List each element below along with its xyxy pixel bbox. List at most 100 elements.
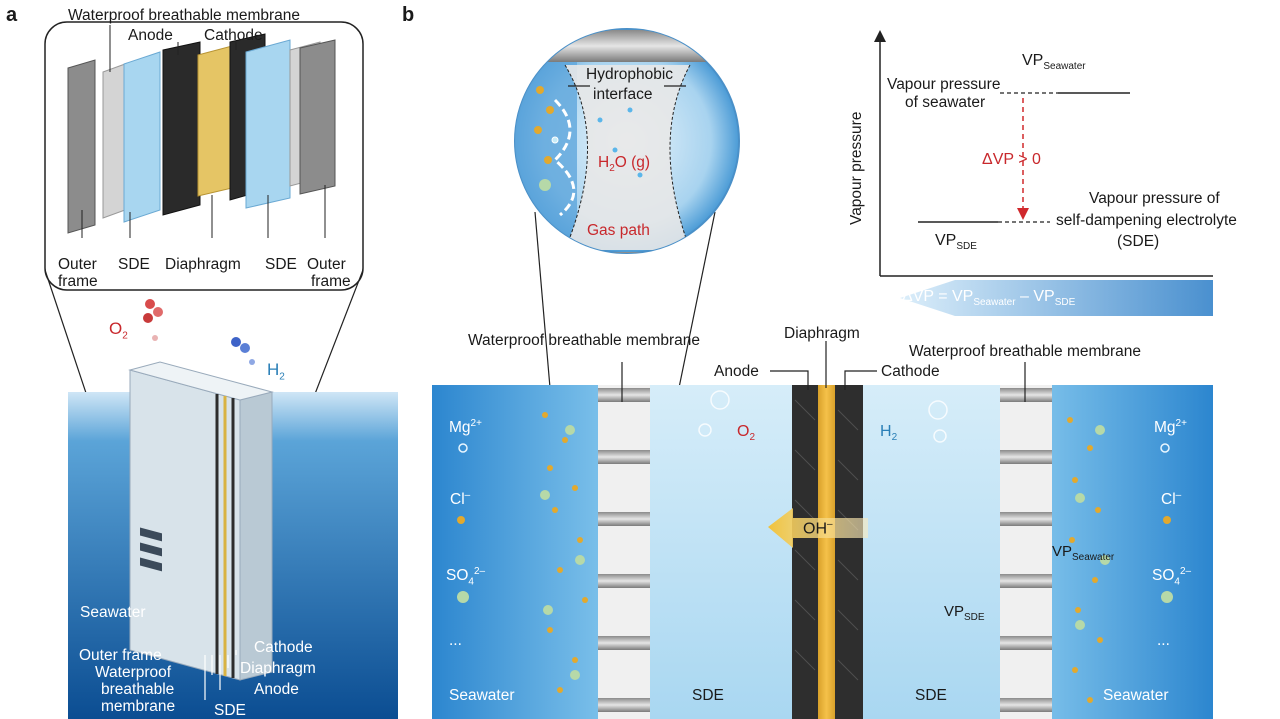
hydrophobic-label-2: interface xyxy=(593,86,653,103)
h2-bubbles xyxy=(231,337,255,365)
waterproof-bottom-label: Waterproof xyxy=(95,664,172,681)
vp-seawater-desc-2: of seawater xyxy=(905,94,986,111)
circle-mg-label: Mg2+ xyxy=(473,94,506,115)
h2-sub: 2 xyxy=(279,371,285,383)
h2-text: H xyxy=(267,360,280,379)
cell-vp-sea-sub: Seawater xyxy=(1072,552,1115,563)
eq-part-1: ΔVP = VP xyxy=(902,288,974,305)
vp-sde-desc-2: self-dampening electrolyte xyxy=(1056,212,1237,229)
eq-part-2: – VP xyxy=(1015,288,1055,305)
gas-path-label: Gas path xyxy=(587,222,650,239)
o2-text: O xyxy=(109,319,123,338)
diaphragm-label-a: Diaphragm xyxy=(165,256,241,273)
sde-right-layer xyxy=(245,39,291,209)
seawater-left-label-b: Seawater xyxy=(449,687,515,704)
vp-sde-text: VP xyxy=(935,232,957,249)
delta-vp-equation: ΔVP = VPSeawater – VPSDE xyxy=(902,288,1075,311)
cell-dots-left: ... xyxy=(449,632,462,649)
anode-electrode xyxy=(792,385,820,719)
cell-cl-text: Cl xyxy=(450,491,465,509)
cell-body xyxy=(128,361,274,681)
sde-right-label-b: SDE xyxy=(915,687,947,704)
cell-vp-sde-sub: SDE xyxy=(964,612,985,623)
outer-frame-left-label-1: Outer xyxy=(58,256,97,273)
cell-cl-left: Cl– xyxy=(450,487,470,508)
diaphragm-layer-b xyxy=(818,385,835,719)
seawater-left-region xyxy=(432,385,602,719)
membrane-label-a: Waterproof breathable membrane xyxy=(68,7,301,24)
h2o-h: H xyxy=(598,154,610,171)
oh-label: OH– xyxy=(803,516,833,537)
circle-so4-text: SO xyxy=(474,184,497,202)
outer-frame-bottom-label: Outer frame xyxy=(79,647,162,664)
outer-frame-left-label-2: frame xyxy=(58,273,98,290)
sde-bottom-label: SDE xyxy=(214,702,246,719)
circle-dots: ... xyxy=(476,210,489,227)
exploded-layers xyxy=(67,33,336,234)
h2o-label: H2O (g) xyxy=(598,154,650,177)
cathode-bottom-label: Cathode xyxy=(254,639,313,656)
sde-left-label-a: SDE xyxy=(118,256,150,273)
cell-mg-sup: 2+ xyxy=(470,418,482,429)
vp-sea-sub: Seawater xyxy=(1043,61,1086,73)
cell-mg-left: Mg2+ xyxy=(449,415,482,436)
cathode-electrode xyxy=(835,385,863,719)
cell-cl-sup: – xyxy=(464,490,471,501)
membrane-left xyxy=(598,385,650,719)
vp-sde-sub: SDE xyxy=(956,241,977,253)
cell-so4-sup: 2– xyxy=(473,566,486,577)
o2-label-a: O2 xyxy=(109,320,128,344)
delta-vp-label: ΔVP > 0 xyxy=(982,151,1041,168)
vp-ylabel: Vapour pressure xyxy=(848,111,865,225)
cell-so4-left: SO42– xyxy=(446,563,485,590)
cell-dots-right: ... xyxy=(1157,632,1170,649)
anode-layer xyxy=(162,41,201,216)
circle-mg-sup: 2+ xyxy=(494,97,506,108)
h2-label-a: H2 xyxy=(267,361,285,385)
cathode-label-a: Cathode xyxy=(204,27,263,44)
membrane-right-label-b: Waterproof breathable membrane xyxy=(909,343,1142,360)
cell-so4-r-text: SO xyxy=(1152,567,1175,585)
h2o-rest: O (g) xyxy=(614,154,651,171)
oh-sup: – xyxy=(827,519,833,530)
cell-vp-sea-text: VP xyxy=(1052,543,1073,560)
breathable-bottom-label: breathable xyxy=(101,681,175,698)
outer-frame-right-label-1: Outer xyxy=(307,256,346,273)
cell-mg-r-text: Mg xyxy=(1154,419,1176,437)
cell-o2-sub: 2 xyxy=(749,432,756,444)
h2-label-b: H2 xyxy=(880,423,897,446)
eq-sub-1: Seawater xyxy=(973,297,1016,309)
ion-dots-right xyxy=(1067,417,1173,703)
cell-so4-sub: 4 xyxy=(468,576,474,588)
cell-mg-r-sup: 2+ xyxy=(1175,418,1187,429)
oh-text: OH xyxy=(803,520,827,538)
o2-sub: 2 xyxy=(122,330,128,342)
anode-bottom-label: Anode xyxy=(254,681,299,698)
membrane-right xyxy=(1000,385,1052,719)
panel-a-letter: a xyxy=(6,4,18,26)
membrane-bottom-label: membrane xyxy=(101,698,176,715)
oh-arrow xyxy=(768,508,868,548)
cell-vp-seawater: VPSeawater xyxy=(1052,543,1114,566)
o2-label-b: O2 xyxy=(737,423,755,446)
seawater-label-a: Seawater xyxy=(80,604,146,621)
cell-so4-text: SO xyxy=(446,567,469,585)
cell-cross-section xyxy=(432,385,1213,719)
circle-mg-text: Mg xyxy=(473,98,495,116)
circle-so4-sub: 4 xyxy=(496,193,502,205)
sde-right-label-a: SDE xyxy=(265,256,297,273)
diaphragm-bottom-label: Diaphragm xyxy=(240,660,316,677)
diaphragm-label-b: Diaphragm xyxy=(784,325,860,342)
membrane-left-label-b: Waterproof breathable membrane xyxy=(468,332,701,349)
o2-bubbles xyxy=(143,299,163,341)
diaphragm-layer xyxy=(197,45,233,197)
vp-seawater-desc-1: Vapour pressure xyxy=(887,76,1001,93)
vp-gradient-arrow xyxy=(900,280,1213,316)
sde-left-label-b: SDE xyxy=(692,687,724,704)
cell-cl-right: Cl– xyxy=(1161,487,1181,508)
outer-frame-right-layer xyxy=(299,39,336,195)
vp-sea-text: VP xyxy=(1022,52,1044,69)
h2o-sub: 2 xyxy=(609,163,615,175)
cell-mg-text: Mg xyxy=(449,419,471,437)
